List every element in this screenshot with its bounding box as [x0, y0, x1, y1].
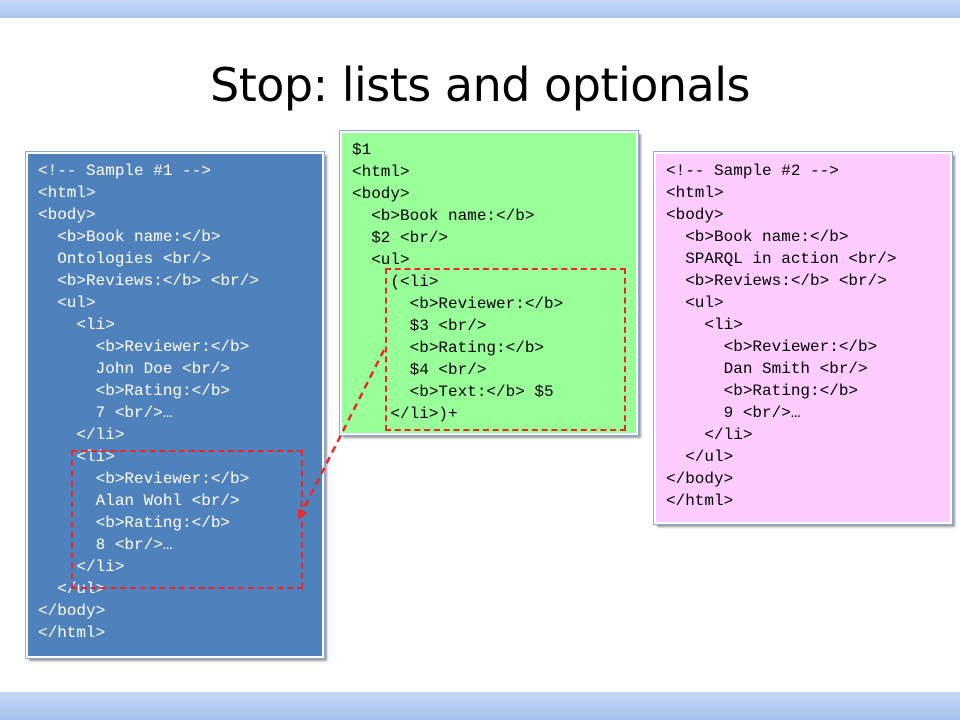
sample1-panel: <!-- Sample #1 --> <html> <body> <b>Book… [25, 151, 325, 659]
sample1-code: <!-- Sample #1 --> <html> <body> <b>Book… [38, 160, 259, 644]
template-line: $3 <br/> [352, 317, 487, 335]
sample1-line: </ul> [38, 580, 106, 598]
template-list-highlight [385, 268, 626, 431]
template-panel: $1 <html> <body> <b>Book name:</b> $2 <b… [339, 130, 639, 436]
sample2-line: Dan Smith <br/> [666, 360, 868, 378]
template-line: </li>)+ [352, 405, 458, 423]
sample2-line: <body> [666, 206, 724, 224]
sample1-line: </body> [38, 602, 106, 620]
template-line: (<li> [352, 273, 439, 291]
sample2-line: <li> [666, 316, 743, 334]
sample1-line: <b>Book name:</b> [38, 228, 221, 246]
template-line: <b>Book name:</b> [352, 207, 535, 225]
sample2-line: <b>Book name:</b> [666, 228, 849, 246]
sample2-line: </body> [666, 470, 734, 488]
sample1-line: <html> [38, 184, 96, 202]
template-line: <b>Text:</b> $5 [352, 383, 554, 401]
arrow-line [298, 349, 386, 520]
sample1-line: 8 <br/>… [38, 536, 173, 554]
sample1-line: </li> [38, 426, 125, 444]
sample2-code: <!-- Sample #2 --> <html> <body> <b>Book… [666, 160, 896, 512]
sample2-line: <b>Reviewer:</b> [666, 338, 878, 356]
sample1-line: <li> [38, 316, 115, 334]
sample2-line: <b>Rating:</b> [666, 382, 859, 400]
sample1-line: <b>Reviews:</b> <br/> [38, 272, 259, 290]
sample1-line: <b>Reviewer:</b> [38, 338, 250, 356]
sample1-line: <b>Rating:</b> [38, 514, 231, 532]
template-code: $1 <html> <body> <b>Book name:</b> $2 <b… [352, 139, 563, 425]
sample2-line: </ul> [666, 448, 734, 466]
sample2-line: </html> [666, 492, 734, 510]
sample2-line: <ul> [666, 294, 724, 312]
sample2-line: </li> [666, 426, 753, 444]
sample1-line: <body> [38, 206, 96, 224]
sample1-line: Ontologies <br/> [38, 250, 211, 268]
sample1-line: <!-- Sample #1 --> [38, 162, 211, 180]
template-line: <ul> [352, 251, 410, 269]
sample1-line: <b>Rating:</b> [38, 382, 231, 400]
sample1-line: </html> [38, 624, 106, 642]
template-line: $1 [352, 141, 372, 159]
slide-top-bar [0, 0, 960, 18]
sample1-line: </li> [38, 558, 125, 576]
template-line: <html> [352, 163, 410, 181]
sample2-line: <!-- Sample #2 --> [666, 162, 839, 180]
template-line: <b>Reviewer:</b> [352, 295, 564, 313]
sample2-line: <html> [666, 184, 724, 202]
sample1-line: <ul> [38, 294, 96, 312]
template-line: $4 <br/> [352, 361, 487, 379]
template-line: $2 <br/> [352, 229, 449, 247]
sample2-line: <b>Reviews:</b> <br/> [666, 272, 887, 290]
sample1-line: 7 <br/>… [38, 404, 173, 422]
sample1-line: John Doe <br/> [38, 360, 231, 378]
sample1-line: <b>Reviewer:</b> [38, 470, 250, 488]
sample1-line: <li> [38, 448, 115, 466]
sample2-panel: <!-- Sample #2 --> <html> <body> <b>Book… [653, 151, 953, 525]
slide-title: Stop: lists and optionals [210, 58, 750, 112]
template-line: <b>Rating:</b> [352, 339, 545, 357]
slide-bottom-bar [0, 692, 960, 720]
sample1-line: Alan Wohl <br/> [38, 492, 240, 510]
template-line: <body> [352, 185, 410, 203]
sample2-line: 9 <br/>… [666, 404, 801, 422]
sample2-line: SPARQL in action <br/> [666, 250, 897, 268]
